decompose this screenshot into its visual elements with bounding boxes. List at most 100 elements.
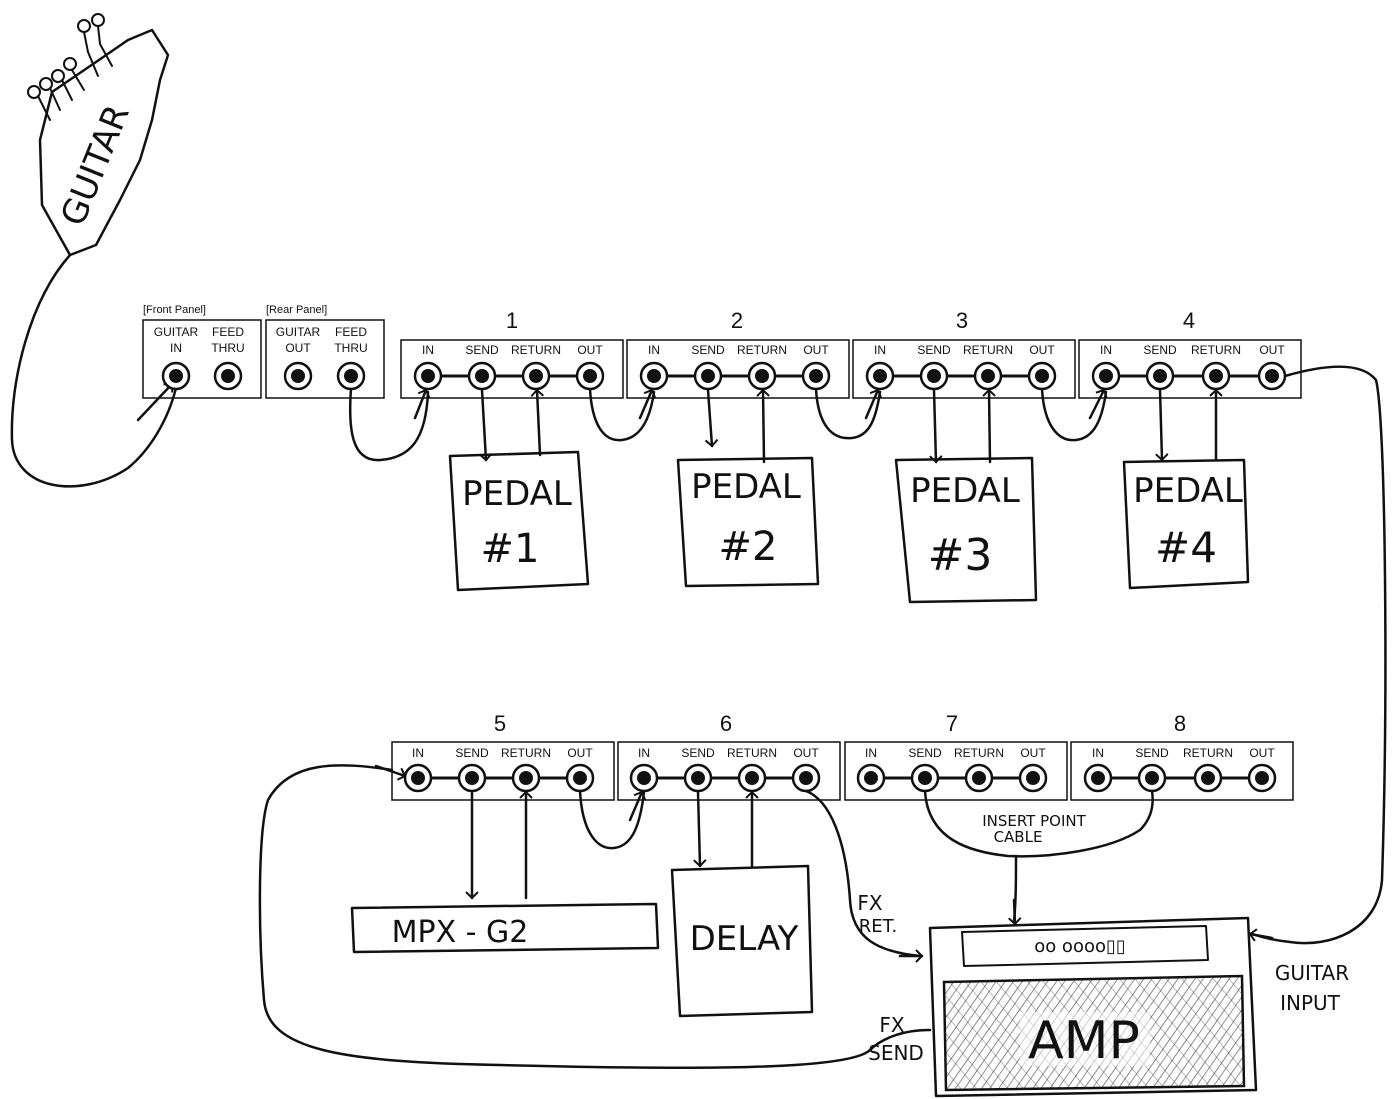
jack-label-return: RETURN [511, 343, 561, 357]
delay-label: DELAY [690, 919, 799, 959]
jack-socket [1018, 763, 1048, 793]
pedal-label: PEDAL [691, 467, 801, 507]
jack-socket [1257, 361, 1287, 391]
cable-loop5-to-loop6 [578, 789, 646, 850]
rear-jack-1-sub: OUT [285, 341, 311, 355]
loop-5: 5 IN SEND RETURN OUT [391, 711, 615, 801]
jack-label-in: IN [1092, 746, 1104, 760]
tuning-pegs [27, 13, 113, 121]
jack-label-send: SEND [691, 343, 725, 357]
cable-loop1-to-loop2 [588, 387, 656, 442]
front-jack-2-sub: THRU [211, 341, 244, 355]
loop-6: 6 IN SEND RETURN OUT [617, 711, 841, 801]
jack-label-return: RETURN [501, 746, 551, 760]
delay-unit: DELAY [670, 864, 814, 1018]
front-jack-2-label: FEED [212, 325, 244, 339]
jack-socket [910, 763, 940, 793]
jack-socket [1201, 361, 1231, 391]
pedal-4: PEDAL #4 [1122, 458, 1250, 590]
pedal-number: #2 [719, 524, 778, 570]
amp-controls: oo oooo▯▯ [1034, 936, 1126, 957]
jack-socket [213, 361, 243, 391]
arrows-top [413, 388, 1223, 464]
jack-label-out: OUT [1259, 343, 1285, 357]
loop-number: 2 [731, 308, 743, 333]
jack-label-send: SEND [908, 746, 942, 760]
jack-socket [693, 361, 723, 391]
front-panel-title: [Front Panel] [143, 304, 206, 316]
amp-control-panel: oo oooo▯▯ [961, 925, 1209, 967]
loop-4: 4 IN SEND RETURN OUT [1078, 308, 1302, 399]
jack-label-out: OUT [567, 746, 593, 760]
rear-jack-1-label: GUITAR [276, 325, 321, 339]
jack-socket [575, 361, 605, 391]
jack-socket [1145, 361, 1175, 391]
guitar-label: GUITAR [53, 99, 137, 231]
jack-label-out: OUT [803, 343, 829, 357]
insert-point-label: INSERT POINT [982, 812, 1086, 830]
front-jack-1-sub: IN [170, 341, 182, 355]
pedal-number: #4 [1155, 523, 1217, 572]
cable-loop3-to-loop4 [1040, 387, 1108, 442]
cable-amp-fx-send-to-loop5 [258, 764, 932, 1070]
jack-socket [1083, 763, 1113, 793]
jack-socket [791, 763, 821, 793]
jack-label-in: IN [874, 343, 886, 357]
jack-socket [973, 361, 1003, 391]
jack-label-return: RETURN [1183, 746, 1233, 760]
jack-label-in: IN [412, 746, 424, 760]
cable-rear-thru-to-loop1 [348, 387, 430, 462]
guitar-in-arrow [136, 382, 174, 422]
pedal-number: #1 [481, 526, 540, 572]
jack-label-send: SEND [1135, 746, 1169, 760]
jack-label-send: SEND [917, 343, 951, 357]
jack-socket [1027, 361, 1057, 391]
jack-label-return: RETURN [1191, 343, 1241, 357]
mpx-label: MPX - G2 [392, 915, 529, 950]
jack-label-out: OUT [1020, 746, 1046, 760]
cables-bottom [258, 764, 1154, 1070]
cable-loop2-to-loop3 [814, 387, 882, 440]
jack-socket [1193, 763, 1223, 793]
jack-socket [919, 361, 949, 391]
jack-label-send: SEND [1143, 343, 1177, 357]
fx-send-label-2: SEND [868, 1041, 924, 1065]
jack-socket [747, 361, 777, 391]
jack-label-out: OUT [793, 746, 819, 760]
jack-socket [1091, 361, 1121, 391]
pedal-label: PEDAL [910, 471, 1020, 511]
insert-cable-label: CABLE [994, 828, 1043, 846]
fx-ret-label-1: FX [857, 891, 883, 915]
jack-socket [283, 361, 313, 391]
jack-socket [856, 763, 886, 793]
arrows-bottom [374, 764, 1274, 963]
pedal-3: PEDAL #3 [894, 456, 1038, 604]
jack-socket [865, 361, 895, 391]
cables-top [348, 365, 1387, 945]
loop-8: 8 IN SEND RETURN OUT [1070, 711, 1294, 801]
jack-label-out: OUT [577, 343, 603, 357]
jack-socket [639, 361, 669, 391]
guitar-input-label-1: GUITAR [1275, 961, 1349, 985]
jack-socket [467, 361, 497, 391]
insert-point-cable [923, 789, 1154, 858]
loop-7: 7 IN SEND RETURN OUT [844, 711, 1068, 801]
pedal-1: PEDAL #2 #1 [448, 450, 590, 592]
guitar-input-label-2: INPUT [1280, 991, 1341, 1015]
jack-socket [511, 763, 541, 793]
jack-socket [683, 763, 713, 793]
pedal-label: PEDAL [1133, 471, 1243, 511]
jack-socket [565, 763, 595, 793]
fx-send-label-1: FX [879, 1013, 905, 1037]
cable-loop6-to-amp-fx-ret [804, 789, 922, 958]
jack-label-out: OUT [1249, 746, 1275, 760]
amp-label-backing [1020, 1012, 1150, 1066]
front-panel: [Front Panel] GUITAR IN FEED THRU [142, 304, 262, 399]
loop-number: 5 [494, 711, 506, 736]
jack-label-send: SEND [465, 343, 499, 357]
loop-number: 1 [506, 308, 518, 333]
amp-label: AMP [1028, 1011, 1140, 1071]
loop-3: 3 IN SEND RETURN OUT [852, 308, 1076, 399]
jack-socket [1247, 763, 1277, 793]
jack-label-in: IN [422, 343, 434, 357]
